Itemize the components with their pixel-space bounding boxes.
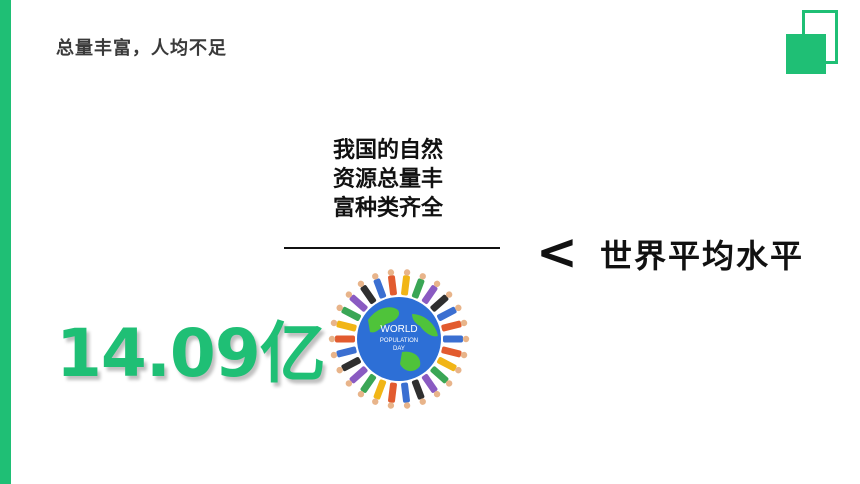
person-figure bbox=[437, 357, 462, 374]
person-figure bbox=[430, 366, 453, 387]
slide-title: 总量丰富，人均不足 bbox=[56, 38, 227, 59]
person-figure bbox=[345, 291, 368, 312]
less-than-sign: < bbox=[536, 223, 578, 281]
person-figure bbox=[345, 366, 368, 387]
person-figure bbox=[411, 379, 426, 405]
person-figure bbox=[357, 374, 377, 398]
person-figure bbox=[336, 304, 361, 321]
globe-land bbox=[412, 314, 438, 337]
person-figure bbox=[372, 379, 387, 405]
person-figure bbox=[437, 304, 462, 321]
person-figure bbox=[330, 319, 357, 332]
person-figure bbox=[357, 280, 377, 304]
person-figure bbox=[401, 269, 411, 296]
person-figure bbox=[441, 346, 468, 359]
person-figure bbox=[430, 291, 453, 312]
person-figure bbox=[411, 273, 426, 299]
people-ring bbox=[328, 269, 470, 409]
globe-illustration: WORLD POPULATION DAY bbox=[328, 269, 470, 409]
person-figure bbox=[387, 269, 397, 296]
globe-label-line-1: WORLD bbox=[380, 324, 417, 335]
person-figure bbox=[328, 335, 355, 343]
filled-square bbox=[786, 34, 826, 74]
left-accent-bar bbox=[0, 0, 11, 484]
person-figure bbox=[441, 319, 468, 332]
person-figure bbox=[372, 273, 387, 299]
person-figure bbox=[421, 374, 441, 398]
person-figure bbox=[330, 346, 357, 359]
globe-land bbox=[400, 351, 421, 372]
caption-line-2: 资源总量丰 bbox=[333, 167, 444, 192]
caption-line-3: 富种类齐全 bbox=[333, 196, 444, 221]
person-figure bbox=[387, 382, 397, 409]
world-population-globe-image: WORLD POPULATION DAY bbox=[328, 268, 470, 410]
resource-caption: 我国的自然 资源总量丰 富种类齐全 bbox=[333, 136, 493, 223]
globe-label-line-2: POPULATION bbox=[380, 338, 418, 344]
globe-label-line-3: DAY bbox=[393, 346, 405, 352]
caption-line-1: 我国的自然 bbox=[333, 138, 444, 163]
person-figure bbox=[443, 335, 470, 343]
person-figure bbox=[401, 382, 411, 409]
person-figure bbox=[336, 357, 361, 374]
person-figure bbox=[421, 280, 441, 304]
globe-land bbox=[368, 307, 400, 333]
population-figure: 14.09亿 bbox=[56, 315, 326, 392]
corner-squares-decoration bbox=[786, 10, 842, 76]
fraction-rule bbox=[284, 247, 500, 249]
world-average-label: 世界平均水平 bbox=[600, 237, 805, 275]
